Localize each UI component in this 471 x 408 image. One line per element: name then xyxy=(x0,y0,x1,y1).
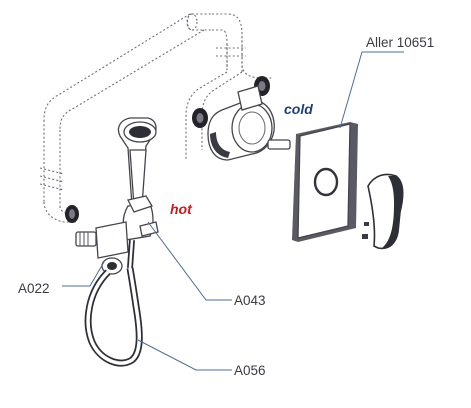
hose-top-link-inner xyxy=(128,239,134,269)
wall-plate xyxy=(292,122,358,242)
lever-handle-shade xyxy=(382,176,403,249)
left-pipe-bend xyxy=(43,201,76,223)
lever-screw-bottom xyxy=(362,234,368,239)
flexible-hose xyxy=(84,239,143,367)
top-pipe-body xyxy=(212,13,243,72)
cold-label: cold xyxy=(284,101,313,117)
hand-spray-nozzle-dark xyxy=(129,126,151,138)
cartridge-stem xyxy=(267,139,291,150)
hot-label: hot xyxy=(170,201,193,217)
connector-ring-hot-inner xyxy=(196,113,204,123)
connector-thread xyxy=(75,231,97,247)
holder-lever xyxy=(139,221,159,237)
leader-model xyxy=(339,51,404,129)
cold-supply-pipe xyxy=(226,36,272,79)
leader-lines xyxy=(62,51,404,371)
part-label-a043: A043 xyxy=(234,293,266,308)
hand-spray xyxy=(117,117,157,207)
connector-thread-lines xyxy=(79,232,89,246)
connector-ring-cold-inner xyxy=(258,81,266,91)
angle-connector xyxy=(75,221,129,275)
leader-a022 xyxy=(62,261,105,287)
connector-outlet-dark xyxy=(107,262,117,270)
lever-screw-top xyxy=(364,222,369,226)
wall-plate-hole xyxy=(313,167,339,197)
hose-inner xyxy=(86,267,141,365)
model-label: Aller 10651 xyxy=(366,35,434,50)
lever-handle xyxy=(362,173,404,250)
part-label-a022: A022 xyxy=(18,281,50,296)
left-vertical-pipe xyxy=(43,120,61,206)
top-pipe-end xyxy=(186,13,198,31)
top-pipe xyxy=(186,13,212,31)
cartridge-face-ring xyxy=(238,111,266,145)
mixer-cartridge xyxy=(207,85,291,161)
part-label-a056: A056 xyxy=(234,363,266,378)
leader-a043 xyxy=(147,221,232,301)
leader-a056 xyxy=(137,339,232,371)
cartridge-inlet xyxy=(237,85,263,111)
connector-body xyxy=(95,221,129,259)
cartridge-shadow xyxy=(210,132,230,158)
holder-valve xyxy=(122,195,159,241)
cartridge-face xyxy=(231,103,273,153)
upper-diagonal-pipe xyxy=(43,13,205,131)
holder-knob xyxy=(127,195,153,213)
wall-connectors xyxy=(65,76,270,223)
connector-ring-left-inner xyxy=(69,209,75,219)
